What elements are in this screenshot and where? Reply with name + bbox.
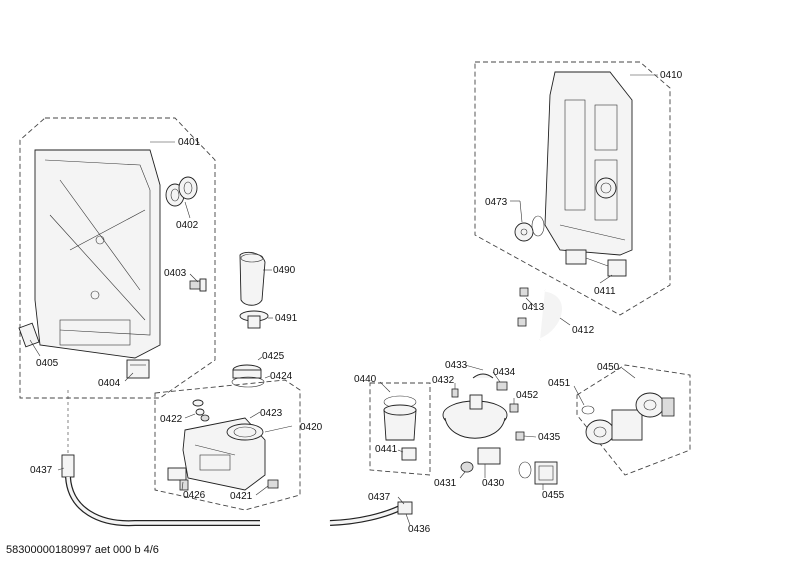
- callout-0404: 0404: [98, 378, 121, 389]
- screw-0432: [451, 388, 459, 398]
- part-0452: [509, 403, 519, 413]
- callout-0402: 0402: [176, 220, 199, 231]
- callout-0451: 0451: [548, 378, 571, 389]
- callout-0411: 0411: [594, 286, 616, 297]
- callout-0425: 0425: [262, 351, 285, 362]
- group-0420-dispenser: 0425 0424 0423 0422 0420 0426 0421: [154, 351, 323, 511]
- sensor-0455: 0455: [518, 461, 565, 501]
- valve-0426: [167, 467, 189, 491]
- connector-0411: [565, 249, 627, 277]
- callout-0436: 0436: [408, 524, 431, 535]
- group-0401-side-panel: 0401 0402 0403 0404 0405: [18, 117, 216, 399]
- callout-0433: 0433: [445, 360, 468, 371]
- callout-0426: 0426: [183, 490, 206, 501]
- callout-0430: 0430: [482, 478, 505, 489]
- part-0435: [515, 431, 525, 441]
- callout-0441: 0441: [375, 444, 398, 455]
- part-0422: [192, 399, 210, 422]
- group-0410-back-panel: 0410 0473 0411 0413 0412: [474, 61, 683, 342]
- clip-0405: [18, 322, 40, 348]
- callout-0440: 0440: [354, 374, 377, 385]
- sump-0430: 0433 0434 0432 0452 0435 0431 0430: [432, 360, 561, 489]
- drain-hose-0437: 0437 0437 0436: [30, 390, 431, 535]
- part-0434: [496, 381, 508, 391]
- funnel-0490: 0490: [239, 251, 296, 306]
- callout-0491: 0491: [275, 313, 298, 324]
- flap-0473: [514, 215, 545, 242]
- callout-0420: 0420: [300, 422, 323, 433]
- seal-0431: [460, 461, 474, 473]
- seal-0424: [231, 376, 265, 388]
- callout-0450: 0450: [597, 362, 620, 373]
- side-panel-0401: [34, 149, 161, 359]
- clip-0413: [517, 287, 529, 327]
- back-panel-0410: [544, 71, 633, 256]
- cap-0425: [232, 364, 262, 379]
- clip-0433: [472, 373, 494, 379]
- callout-0452: 0452: [516, 390, 539, 401]
- seal-0402: [165, 176, 198, 207]
- seal-0451: [581, 405, 595, 415]
- callout-0421: 0421: [230, 491, 253, 502]
- callout-0455: 0455: [542, 490, 565, 501]
- callout-0405: 0405: [36, 358, 59, 369]
- callout-0413: 0413: [522, 302, 545, 313]
- cap-0491: 0491: [239, 310, 298, 329]
- callout-0473: 0473: [485, 197, 508, 208]
- document-code: 58300000180997 aet 000 b 4/6: [6, 544, 159, 556]
- callout-0401: 0401: [178, 137, 201, 148]
- callout-0412: 0412: [572, 325, 595, 336]
- callout-0403: 0403: [164, 268, 187, 279]
- callout-0435: 0435: [538, 432, 561, 443]
- callout-0434: 0434: [493, 367, 516, 378]
- part-0421: [267, 479, 279, 489]
- callout-0437-left: 0437: [30, 465, 53, 476]
- callout-0422: 0422: [160, 414, 183, 425]
- callout-0410: 0410: [660, 70, 683, 81]
- group-0450-pump: 0450 0451: [548, 362, 691, 476]
- callout-0490: 0490: [273, 265, 296, 276]
- group-0440: 0440 0441: [354, 374, 431, 476]
- callout-0431: 0431: [434, 478, 457, 489]
- callout-0423: 0423: [260, 408, 283, 419]
- screw-0403: [189, 278, 207, 292]
- callout-0424: 0424: [270, 371, 293, 382]
- callout-0437-right: 0437: [368, 492, 391, 503]
- callout-0432: 0432: [432, 375, 455, 386]
